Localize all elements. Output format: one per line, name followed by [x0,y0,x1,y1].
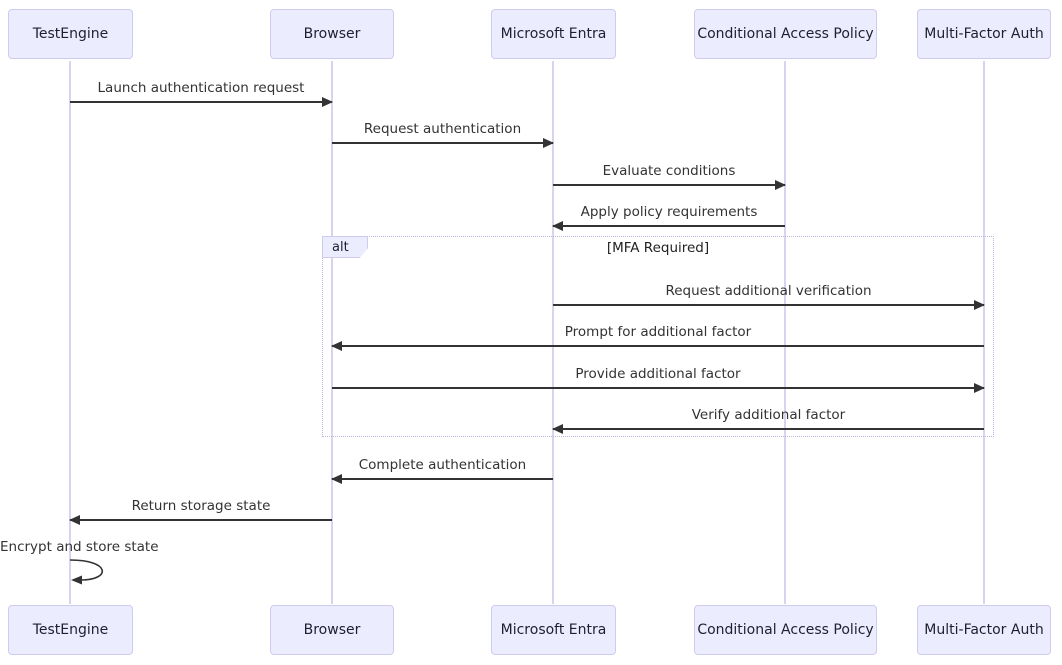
arrow-right-icon [332,138,554,148]
lifeline-conditional-access-policy [784,61,786,604]
actor-bottom-microsoft-entra: Microsoft Entra [491,605,616,655]
actor-label: Microsoft Entra [500,26,607,42]
message-evaluate-conditions: Evaluate conditions [553,163,786,190]
message-label: Apply policy requirements [580,204,758,220]
message-label: Verify additional factor [691,407,846,423]
actor-bottom-multi-factor-auth: Multi-Factor Auth [917,605,1051,655]
actor-label: Conditional Access Policy [697,622,874,638]
self-loop-arrow-icon [69,559,103,585]
message-complete-authentication: Complete authentication [331,457,553,484]
message-label: Launch authentication request [97,80,305,96]
alt-operator-label: alt [322,236,368,258]
message-label: Request authentication [363,121,522,137]
alt-frame: alt [MFA Required] [322,236,994,437]
message-launch-authentication-request: Launch authentication request [70,80,333,107]
actor-label: Browser [303,26,361,42]
actor-label: TestEngine [32,26,109,42]
arrow-left-icon [552,424,984,434]
actor-bottom-conditional-access-policy: Conditional Access Policy [694,605,877,655]
message-request-authentication: Request authentication [332,121,554,148]
message-apply-policy-requirements: Apply policy requirements [552,204,785,231]
actor-bottom-browser: Browser [270,605,394,655]
arrow-left-icon [69,515,332,525]
actor-label: Multi-Factor Auth [924,26,1044,42]
lifeline-browser [331,61,333,604]
actor-top-microsoft-entra: Microsoft Entra [491,9,616,59]
message-prompt-for-additional-factor: Prompt for additional factor [331,324,984,351]
arrow-right-icon [332,383,985,393]
actor-label: TestEngine [32,622,109,638]
actor-label: Conditional Access Policy [697,26,874,42]
message-encrypt-and-store-state: Encrypt and store state [0,539,159,555]
message-label: Prompt for additional factor [564,324,752,340]
lifeline-testengine [69,61,71,604]
message-label: Request additional verification [665,283,872,299]
arrow-right-icon [553,180,786,190]
arrow-left-icon [331,474,553,484]
alt-condition-label: [MFA Required] [606,240,710,256]
actor-label: Multi-Factor Auth [924,622,1044,638]
arrow-right-icon [70,97,333,107]
message-label: Evaluate conditions [602,163,736,179]
actor-top-multi-factor-auth: Multi-Factor Auth [917,9,1051,59]
message-return-storage-state: Return storage state [69,498,332,525]
actor-top-conditional-access-policy: Conditional Access Policy [694,9,877,59]
alt-operator-text: alt [332,239,349,255]
arrow-left-icon [552,221,785,231]
message-label: Complete authentication [358,457,527,473]
actor-label: Browser [303,622,361,638]
arrow-right-icon [553,300,985,310]
arrow-left-icon [331,341,984,351]
actor-label: Microsoft Entra [500,622,607,638]
message-verify-additional-factor: Verify additional factor [552,407,984,434]
lifeline-multi-factor-auth [983,61,985,604]
lifeline-microsoft-entra [552,61,554,604]
actor-top-browser: Browser [270,9,394,59]
message-label: Provide additional factor [575,366,741,382]
message-label: Return storage state [131,498,271,514]
message-request-additional-verification: Request additional verification [553,283,985,310]
message-provide-additional-factor: Provide additional factor [332,366,985,393]
actor-top-testengine: TestEngine [8,9,133,59]
actor-bottom-testengine: TestEngine [8,605,133,655]
